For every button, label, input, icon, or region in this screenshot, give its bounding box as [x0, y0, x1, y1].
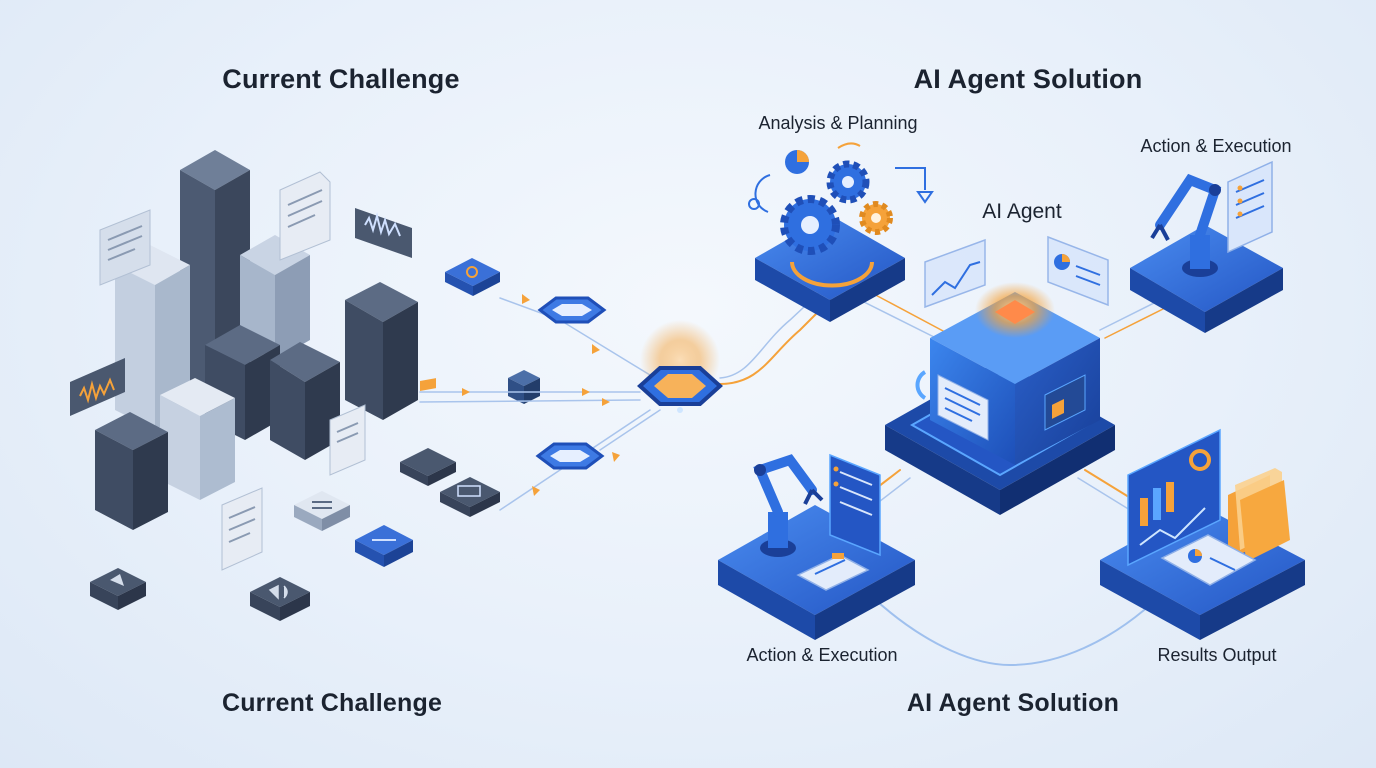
tile-icon — [294, 491, 350, 531]
platform-action-execution-top — [1130, 160, 1283, 333]
clipboard-icon — [796, 553, 870, 591]
audio-waveform-icon — [355, 208, 412, 258]
left-title-bottom: Current Challenge — [221, 689, 443, 717]
ai-agent-core — [885, 282, 1115, 515]
node-label-results-output: Results Output — [1157, 645, 1277, 665]
checklist-icon — [1227, 160, 1273, 254]
document-icon — [329, 404, 366, 476]
hex-nodes — [535, 296, 723, 470]
data-panel-icon — [937, 374, 989, 441]
gear-icon — [826, 160, 870, 204]
hex-node-bottom — [535, 442, 605, 470]
dashboard-screen-icon — [1127, 428, 1221, 567]
gear-icon — [859, 201, 893, 235]
document-icon — [279, 171, 331, 261]
tile-icon — [440, 477, 500, 517]
audio-waveform-icon — [70, 358, 125, 416]
tile-icon — [250, 577, 310, 621]
right-title-top: AI Agent Solution — [913, 64, 1143, 94]
gear-icon — [780, 195, 840, 255]
pie-chart-icon — [785, 150, 809, 174]
tile-icon — [445, 258, 500, 296]
floating-chart-screen — [924, 238, 986, 309]
robot-arm-icon — [753, 454, 824, 557]
floating-chart-screen — [1047, 235, 1109, 307]
cube-node — [508, 370, 540, 404]
document-icon — [221, 487, 263, 571]
node-label-analysis-planning: Analysis & Planning — [758, 113, 918, 133]
data-panel-icon — [1044, 374, 1086, 431]
data-tiles — [90, 258, 540, 621]
hex-node-top — [537, 296, 607, 324]
report-document-icon — [1160, 534, 1257, 586]
tile-icon — [400, 378, 456, 486]
core-label-ai-agent: AI Agent — [982, 200, 1062, 223]
data-blocks-cluster — [70, 150, 418, 571]
platform-results-output — [1100, 428, 1305, 640]
robot-arm-icon — [1150, 173, 1222, 277]
node-label-action-execution-bottom: Action & Execution — [746, 645, 898, 665]
tile-icon — [355, 525, 413, 567]
folder-icon — [1228, 468, 1290, 562]
platform-action-execution-bottom — [718, 453, 915, 640]
platform-analysis-planning — [748, 142, 934, 322]
left-title-top: Current Challenge — [222, 64, 460, 94]
checklist-icon — [829, 453, 881, 557]
document-icon — [99, 209, 151, 286]
light-block-front — [160, 378, 235, 500]
dark-block-front-left — [95, 412, 168, 530]
right-title-bottom: AI Agent Solution — [906, 689, 1120, 717]
flow-lines — [419, 291, 1176, 667]
dark-block-far-right — [345, 282, 418, 420]
flow-arrows — [462, 294, 620, 496]
hex-hub — [637, 320, 723, 413]
tile-icon — [90, 568, 146, 610]
node-label-action-execution-top: Action & Execution — [1140, 136, 1292, 156]
